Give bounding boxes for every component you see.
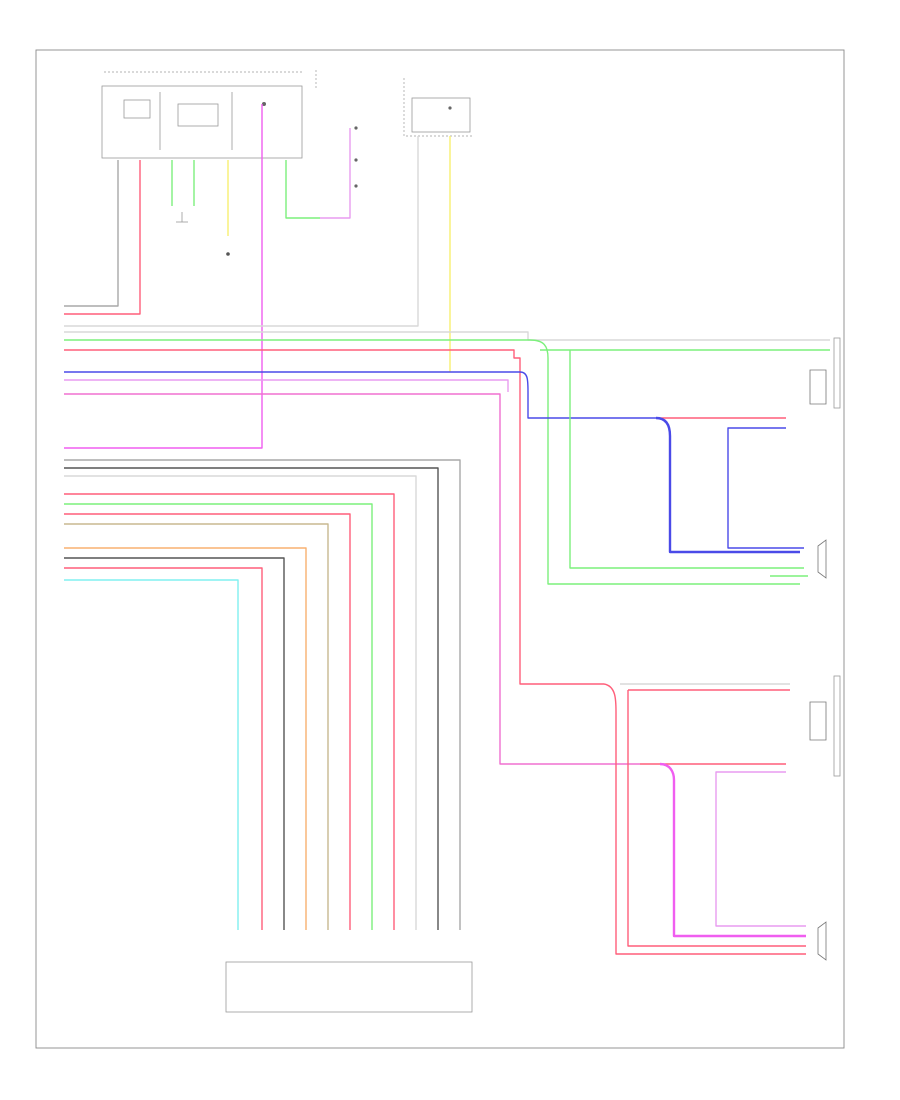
left-front-speaker: [817, 921, 827, 961]
wire-red-lf-2: [627, 689, 806, 947]
wire-light-low-1: [64, 475, 417, 930]
wire-blue-rf-return: [727, 427, 804, 549]
wire-blue-rf-tweeter: [655, 416, 800, 554]
ground-symbol-b: [226, 252, 230, 256]
wire-green-bus-1: [64, 339, 800, 585]
top-connector-module: [101, 71, 304, 159]
relay-block: [315, 70, 358, 188]
diagram-frame: [35, 49, 845, 1049]
wire-red-low-2: [64, 513, 351, 930]
wire-violet-lf-return: [715, 771, 806, 927]
wire-orange-low-1: [64, 547, 307, 930]
wire-red-low-3: [64, 567, 263, 930]
wire-green-relay: [285, 160, 320, 219]
wire-violet-bus: [64, 379, 509, 392]
ignition-switch: [403, 78, 474, 137]
wire-red-low-1: [64, 493, 395, 930]
wire-dark-low-2: [64, 557, 285, 930]
wire-red-top: [64, 160, 141, 315]
wire-green-low-1: [64, 503, 373, 930]
wire-red-bus-1: [64, 349, 604, 685]
right-front-wires: [569, 350, 808, 577]
wire-gray-top-1: [64, 160, 119, 307]
wire-green-rf-speaker: [569, 350, 804, 569]
wire-magenta-lf: [659, 762, 806, 938]
wire-blue-bus: [64, 371, 656, 419]
wire-light-top: [64, 136, 419, 327]
right-front-tweeter: [809, 337, 841, 409]
wire-gray-low-1: [64, 459, 461, 930]
wire-magenta-long: [64, 104, 263, 449]
wire-violet-relay: [320, 128, 351, 219]
left-front-tweeter: [809, 675, 841, 777]
lower-bus-wires: [64, 459, 461, 930]
right-front-speaker: [817, 539, 827, 579]
top-wires: [64, 104, 451, 449]
left-bus-wires: [64, 331, 830, 765]
wire-pink-bus: [64, 393, 640, 765]
wire-tan-low-1: [64, 523, 329, 930]
wire-cyan-low-1: [64, 579, 239, 930]
wire-red-lf-1: [603, 683, 806, 955]
wire-dark-low-1: [64, 467, 439, 930]
bottom-connector: [225, 961, 473, 1013]
wire-light-bus-1: [64, 331, 830, 341]
left-front-wires: [603, 683, 806, 955]
ground-symbol-a: [176, 212, 188, 223]
